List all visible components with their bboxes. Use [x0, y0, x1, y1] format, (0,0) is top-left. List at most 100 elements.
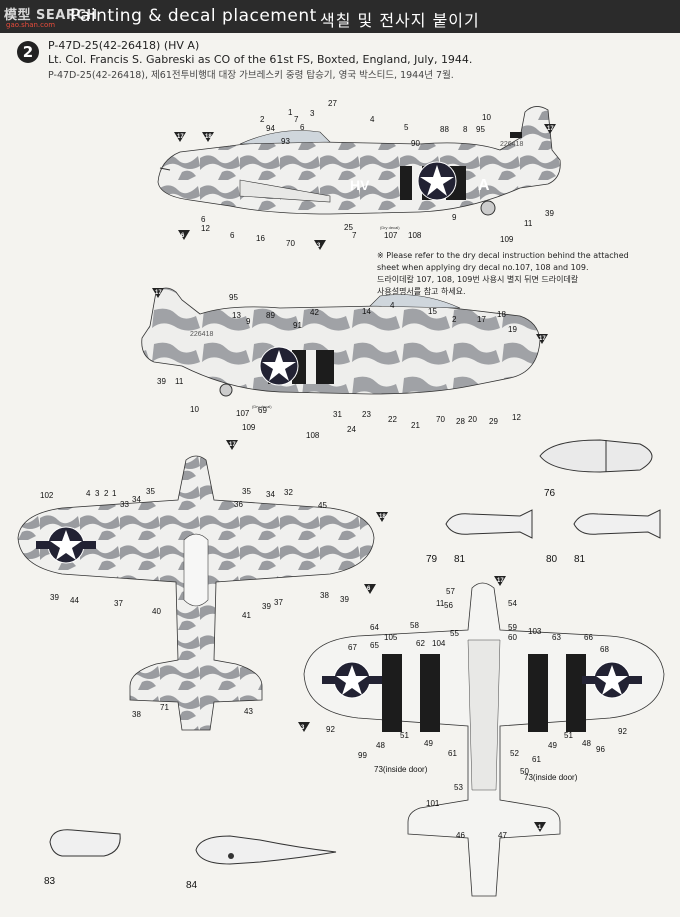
side2-label: 2	[452, 315, 457, 324]
bottom-label: 92	[618, 727, 627, 736]
bottom-label: 48	[582, 739, 591, 748]
bomb-left-number-a: 79	[426, 554, 438, 565]
svg-text:17: 17	[155, 290, 162, 296]
bottom-label: 101	[426, 799, 440, 808]
side2-label: 28	[456, 417, 465, 426]
bottom-label: 49	[548, 741, 557, 750]
bottom-label: 56	[444, 601, 453, 610]
bottom-label: 52	[510, 749, 519, 758]
top-label: 71	[160, 703, 169, 712]
aircraft-description-korean: P-47D-25(42-26418), 제61전투비행대 대장 가브레스키 중령…	[48, 70, 454, 81]
side2-label: 12	[512, 413, 521, 422]
bottom-label: 51	[564, 731, 573, 740]
bottom-label: 62	[416, 639, 425, 648]
pylon-number-83: 83	[44, 876, 56, 887]
side2-label: 13	[232, 311, 241, 320]
side2-label: 11	[175, 377, 184, 386]
bomb-right-number-b: 81	[574, 554, 586, 565]
side2-dry-decal-text: (Dry decal)	[252, 404, 272, 409]
dry-note-line-2: sheet when applying dry decal no.107, 10…	[377, 263, 589, 272]
top-label: 39	[262, 602, 271, 611]
bottom-label: 64	[370, 623, 379, 632]
watermark-logo: 模型 SEARCH	[4, 8, 98, 23]
side2-labels: 95 89 13 9 91 42 14 4 15 2 17 18 19 39 1…	[157, 293, 521, 440]
drop-tank-number: 76	[544, 488, 556, 499]
side2-label: 42	[310, 308, 319, 317]
side2-label: 19	[508, 325, 517, 334]
top-label: 34	[266, 490, 275, 499]
page-title: Painting & decal placement	[70, 6, 317, 26]
ref-marker: 6	[178, 230, 190, 240]
top-label: 45	[318, 501, 327, 510]
bottom-label-door: 73(inside door)	[374, 765, 428, 774]
bottom-label: 61	[448, 749, 457, 758]
watermark-url: gao.shan.com	[6, 21, 56, 29]
bottom-label: 57	[446, 587, 455, 596]
drop-tank: 76	[539, 439, 653, 499]
top-label: 1	[112, 489, 117, 498]
bottom-view	[303, 582, 665, 897]
side2-label: 10	[190, 405, 199, 414]
side2-label: 23	[362, 410, 371, 419]
side2-label: 95	[229, 293, 238, 302]
bomb-right: 80 81	[546, 509, 661, 565]
side1-label: 25	[344, 223, 353, 232]
side1-labels: 2 94 93 1 7 6 3 27 4 5 90 88 8 10 95 6 1…	[201, 99, 554, 248]
side1-label: 3	[310, 109, 315, 118]
dry-decal-note: ※ Please refer to the dry decal instruct…	[377, 250, 667, 298]
bottom-labels: 57 11 56 54 58 55 59 60 63 105 64 62 103…	[326, 587, 627, 840]
svg-text:3: 3	[317, 243, 321, 249]
bottom-label: 65	[370, 641, 379, 650]
side1-label: 2	[260, 115, 265, 124]
bottom-label: 11	[436, 599, 445, 608]
side1-label: 93	[281, 137, 290, 146]
reference-markers: 17 17 18 6 3 17 17 17 18 6 17 3 1	[152, 124, 556, 832]
bottom-label-door: 73(inside door)	[524, 773, 578, 782]
side2-label: 20	[468, 415, 477, 424]
ref-marker: 17	[226, 440, 238, 450]
side2-label: 4	[390, 301, 395, 310]
dry-note-line-3: 드라이데칼 107, 108, 109번 사용시 별지 뒤면 드라이데칼	[377, 275, 579, 284]
top-label: 33	[120, 500, 129, 509]
bottom-label: 96	[596, 745, 605, 754]
bottom-label: 66	[584, 633, 593, 642]
bottom-label: 58	[410, 621, 419, 630]
bottom-label: 99	[358, 751, 367, 760]
side1-label: 8	[463, 125, 468, 134]
side1-label: 70	[286, 239, 295, 248]
ref-marker: 17	[152, 288, 164, 298]
bottom-label: 46	[456, 831, 465, 840]
side2-label: 31	[333, 410, 342, 419]
bottom-label: 103	[528, 627, 542, 636]
bottom-label: 67	[348, 643, 357, 652]
step-number-badge: 2	[17, 41, 39, 63]
side2-label: 107	[236, 409, 250, 418]
tail-serial-2: 226418	[190, 331, 213, 338]
aircraft-description: Lt. Col. Francis S. Gabreski as CO of th…	[48, 53, 473, 66]
side2-label: 22	[388, 415, 397, 424]
side1-label: 6	[230, 231, 235, 240]
top-label: 39	[340, 595, 349, 604]
ref-marker: 17	[494, 576, 506, 586]
top-label: 3	[95, 489, 100, 498]
dry-note-line-4: 사용설명서를 참고 하세요.	[377, 287, 466, 296]
side-view-left: HV A 226418	[157, 106, 561, 216]
ref-marker: 3	[298, 722, 310, 732]
side2-label: 69	[258, 406, 267, 415]
bottom-label: 68	[600, 645, 609, 654]
top-label: 32	[284, 488, 293, 497]
top-label: 34	[132, 495, 141, 504]
ref-marker: 3	[314, 240, 326, 250]
aircraft-designation: P-47D-25(42-26418) (HV A)	[48, 39, 200, 52]
bomb-left-number-b: 81	[454, 554, 466, 565]
bottom-label: 53	[454, 783, 463, 792]
tail-serial-1: 226418	[500, 141, 523, 148]
side1-label: 88	[440, 125, 449, 134]
side1-dry-decal-text: (Dry decal)	[380, 225, 400, 230]
bottom-label: 49	[424, 739, 433, 748]
svg-text:17: 17	[497, 578, 504, 584]
svg-text:6: 6	[181, 233, 185, 239]
bottom-label: 61	[532, 755, 541, 764]
side1-label: 109	[500, 235, 514, 244]
side2-label: 29	[489, 417, 498, 426]
